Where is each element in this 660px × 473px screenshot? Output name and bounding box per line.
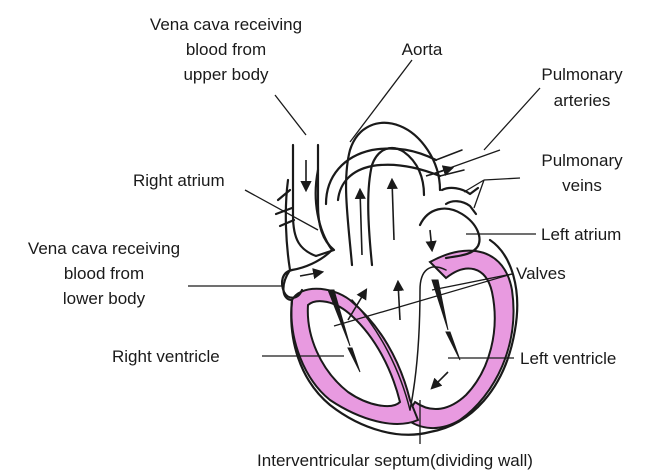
chordae-left bbox=[446, 332, 460, 360]
pulmonary-veins-vessel bbox=[442, 188, 478, 214]
flow-arrow-ivc bbox=[300, 272, 322, 276]
label-left-atrium: Left atrium bbox=[541, 225, 621, 244]
leader-pulmonary-veins-c bbox=[474, 180, 484, 208]
flow-arrow-aorta bbox=[360, 190, 362, 255]
leader-aorta bbox=[350, 60, 412, 142]
label-vena-cava-lower-line1: Vena cava receiving bbox=[28, 239, 180, 258]
flow-arrow-lv-down bbox=[432, 372, 448, 388]
leader-pulmonary-veins-a bbox=[484, 178, 520, 180]
label-vena-cava-lower-line3: lower body bbox=[63, 289, 146, 308]
label-septum: Interventricular septum(dividing wall) bbox=[257, 451, 533, 470]
label-pulmonary-veins-line1: Pulmonary bbox=[541, 151, 623, 170]
label-pulmonary-arteries-line1: Pulmonary bbox=[541, 65, 623, 84]
label-right-atrium: Right atrium bbox=[133, 171, 225, 190]
label-left-ventricle: Left ventricle bbox=[520, 349, 616, 368]
leader-pulmonary-arteries-a bbox=[484, 88, 540, 150]
flow-arrow-lv-up bbox=[398, 282, 400, 320]
label-valves: Valves bbox=[516, 264, 566, 283]
label-pulmonary-arteries-line2: arteries bbox=[554, 91, 611, 110]
pulmonary-artery bbox=[326, 148, 440, 204]
label-vena-cava-upper-line1: Vena cava receiving bbox=[150, 15, 302, 34]
leader-pulmonary-arteries-b bbox=[430, 150, 500, 175]
inferior-vena-cava bbox=[282, 270, 302, 298]
label-vena-cava-upper-line3: upper body bbox=[183, 65, 269, 84]
flow-arrow-pulm bbox=[392, 180, 394, 240]
superior-vena-cava bbox=[293, 145, 334, 256]
label-pulmonary-veins-line2: veins bbox=[562, 176, 602, 195]
label-right-ventricle: Right ventricle bbox=[112, 347, 220, 366]
label-vena-cava-lower-line2: blood from bbox=[64, 264, 144, 283]
label-aorta: Aorta bbox=[402, 40, 443, 59]
chordae-right bbox=[348, 348, 360, 372]
label-vena-cava-upper-line2: blood from bbox=[186, 40, 266, 59]
leader-vena-cava-upper bbox=[275, 95, 306, 135]
flow-arrows bbox=[300, 160, 452, 388]
flow-arrow-la bbox=[430, 230, 432, 250]
